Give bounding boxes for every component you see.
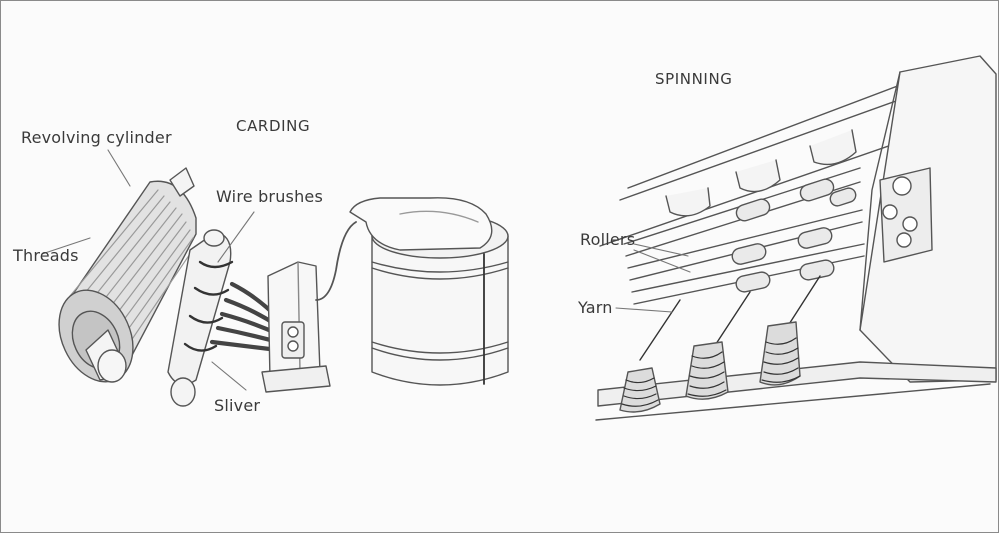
label-yarn: Yarn <box>578 298 613 317</box>
label-wire-brushes: Wire brushes <box>216 187 324 206</box>
label-rollers: Rollers <box>580 230 636 249</box>
yarn-cones <box>619 321 801 413</box>
carding-illustration <box>58 167 509 407</box>
carding-title: CARDING <box>236 117 311 135</box>
spinning-illustration <box>595 55 997 421</box>
label-threads: Threads <box>13 246 79 265</box>
leader-lines <box>41 149 691 391</box>
spinning-title: SPINNING <box>655 70 733 88</box>
label-revolving-cylinder: Revolving cylinder <box>21 128 172 147</box>
label-sliver: Sliver <box>214 396 261 415</box>
coiler-can <box>371 235 509 386</box>
